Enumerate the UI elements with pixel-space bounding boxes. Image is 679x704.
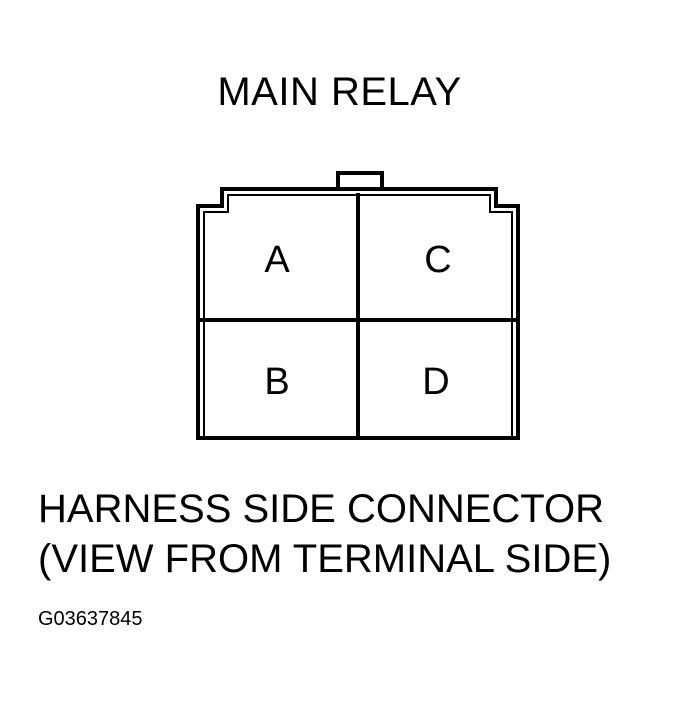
pin-label-a: A (264, 239, 290, 281)
pin-label-d: D (422, 361, 449, 403)
diagram-title: MAIN RELAY (217, 70, 462, 114)
figure-id: G03637845 (38, 608, 143, 630)
pin-label-c: C (424, 239, 451, 281)
caption-line-2: (VIEW FROM TERMINAL SIDE) (38, 537, 612, 581)
pin-label-b: B (264, 361, 289, 403)
caption-line-1: HARNESS SIDE CONNECTOR (38, 487, 605, 531)
